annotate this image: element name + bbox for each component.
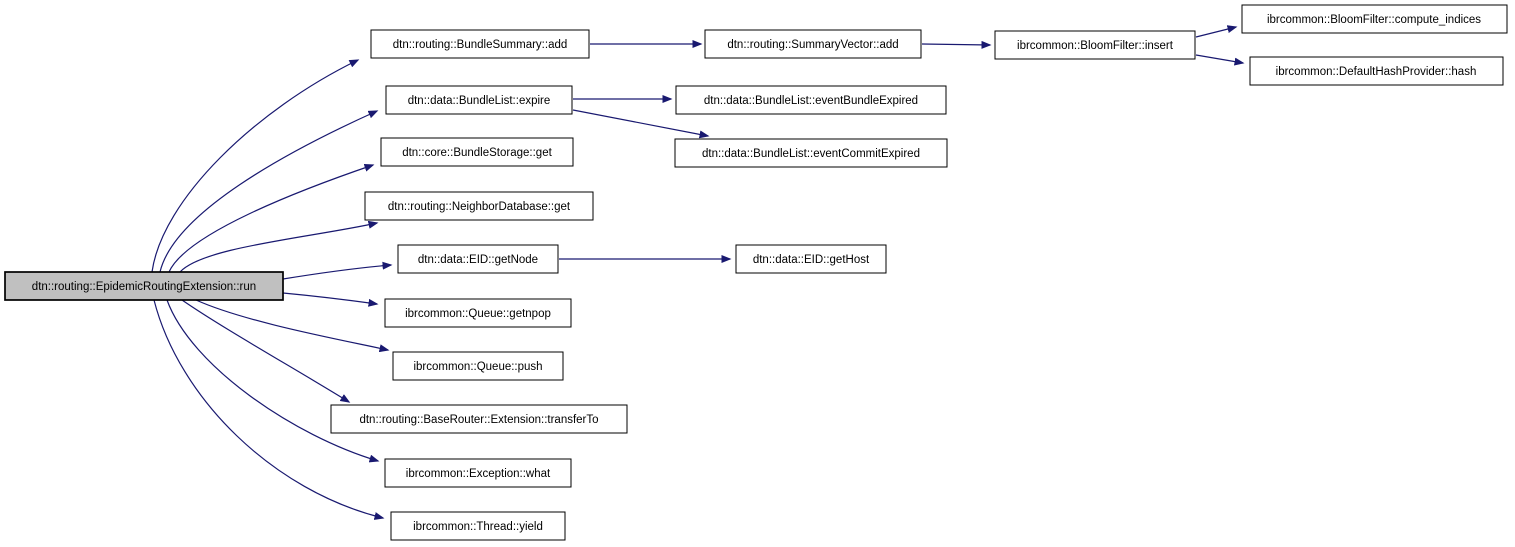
node-box <box>704 29 922 59</box>
node-box <box>364 191 594 221</box>
node-baserouter-extension-transferto[interactable]: dtn::routing::BaseRouter::Extension::tra… <box>330 404 628 434</box>
node-box <box>397 244 559 274</box>
node-box <box>1249 56 1504 86</box>
node-label: dtn::routing::NeighborDatabase::get <box>388 201 571 213</box>
node-bundlestorage-get[interactable]: dtn::core::BundleStorage::get <box>380 137 574 167</box>
node-neighbordatabase-get[interactable]: dtn::routing::NeighborDatabase::get <box>364 191 594 221</box>
node-bundlelist-eventcommitexpired[interactable]: dtn::data::BundleList::eventCommitExpire… <box>674 138 948 168</box>
edge-run-to-exception-what <box>166 299 380 463</box>
node-exception-what[interactable]: ibrcommon::Exception::what <box>384 458 572 488</box>
node-box <box>384 298 572 328</box>
node-epidemic-routing-extension-run: dtn::routing::EpidemicRoutingExtension::… <box>4 271 284 301</box>
node-box <box>674 138 948 168</box>
node-box <box>994 30 1196 60</box>
node-thread-yield[interactable]: ibrcommon::Thread::yield <box>390 511 566 541</box>
node-label: ibrcommon::Queue::push <box>413 361 542 373</box>
edge-layer <box>151 25 1245 520</box>
node-label: ibrcommon::DefaultHashProvider::hash <box>1276 66 1477 78</box>
node-label: dtn::data::EID::getNode <box>418 254 538 266</box>
node-box <box>392 351 564 381</box>
edge-bundlelist-expire-to-event-commit-expired <box>572 109 710 139</box>
edge-bloomfilter-insert-to-hashprovider-hash <box>1195 54 1245 66</box>
edge-run-to-bundlesummary-add <box>151 59 360 273</box>
node-box <box>330 404 628 434</box>
node-bundlelist-expire[interactable]: dtn::data::BundleList::expire <box>385 85 573 115</box>
node-queue-getnpop[interactable]: ibrcommon::Queue::getnpop <box>384 298 572 328</box>
node-bloomfilter-insert[interactable]: ibrcommon::BloomFilter::insert <box>994 30 1196 60</box>
node-box <box>735 244 887 274</box>
node-box <box>380 137 574 167</box>
node-box <box>385 85 573 115</box>
node-label: dtn::routing::BundleSummary::add <box>393 39 568 51</box>
node-eid-getnode[interactable]: dtn::data::EID::getNode <box>397 244 559 274</box>
edge-run-to-eid-getnode <box>282 261 393 280</box>
edge-bloomfilter-insert-to-compute-indices <box>1195 25 1238 38</box>
node-label: dtn::data::EID::getHost <box>753 254 870 266</box>
edge-run-to-bundlestorage-get <box>168 163 375 273</box>
node-box <box>370 29 590 59</box>
node-bundlesummary-add[interactable]: dtn::routing::BundleSummary::add <box>370 29 590 59</box>
node-bloomfilter-compute-indices[interactable]: ibrcommon::BloomFilter::compute_indices <box>1241 4 1508 34</box>
node-label: dtn::routing::SummaryVector::add <box>727 39 898 51</box>
node-label: dtn::data::BundleList::eventBundleExpire… <box>704 95 918 107</box>
node-box <box>384 458 572 488</box>
node-box <box>4 271 284 301</box>
node-queue-push[interactable]: ibrcommon::Queue::push <box>392 351 564 381</box>
node-label: ibrcommon::Exception::what <box>406 468 551 480</box>
node-bundlelist-eventbundleexpired[interactable]: dtn::data::BundleList::eventBundleExpire… <box>675 85 947 115</box>
node-label: dtn::routing::EpidemicRoutingExtension::… <box>32 281 256 293</box>
edge-run-to-extension-transferto <box>181 299 351 403</box>
node-box <box>390 511 566 541</box>
node-eid-gethost[interactable]: dtn::data::EID::getHost <box>735 244 887 274</box>
node-label: ibrcommon::Queue::getnpop <box>405 308 551 320</box>
node-box <box>675 85 947 115</box>
node-label: dtn::data::BundleList::expire <box>408 95 551 107</box>
edge-run-to-queue-push <box>195 299 390 353</box>
node-box <box>1241 4 1508 34</box>
edge-run-to-thread-yield <box>153 299 385 520</box>
node-label: ibrcommon::Thread::yield <box>413 521 543 533</box>
node-label: ibrcommon::BloomFilter::compute_indices <box>1267 14 1481 26</box>
edge-run-to-bundlelist-expire <box>159 110 379 273</box>
node-label: dtn::core::BundleStorage::get <box>402 147 552 159</box>
node-label: ibrcommon::BloomFilter::insert <box>1017 40 1174 52</box>
edge-summaryvector-add-to-bloomfilter-insert <box>921 40 992 49</box>
node-defaulthashprovider-hash[interactable]: ibrcommon::DefaultHashProvider::hash <box>1249 56 1504 86</box>
node-summaryvector-add[interactable]: dtn::routing::SummaryVector::add <box>704 29 922 59</box>
node-label: dtn::routing::BaseRouter::Extension::tra… <box>359 414 598 426</box>
edge-run-to-queue-getnpop <box>282 292 379 307</box>
edge-run-to-neighbordatabase-get <box>179 220 379 273</box>
node-label: dtn::data::BundleList::eventCommitExpire… <box>702 148 920 160</box>
